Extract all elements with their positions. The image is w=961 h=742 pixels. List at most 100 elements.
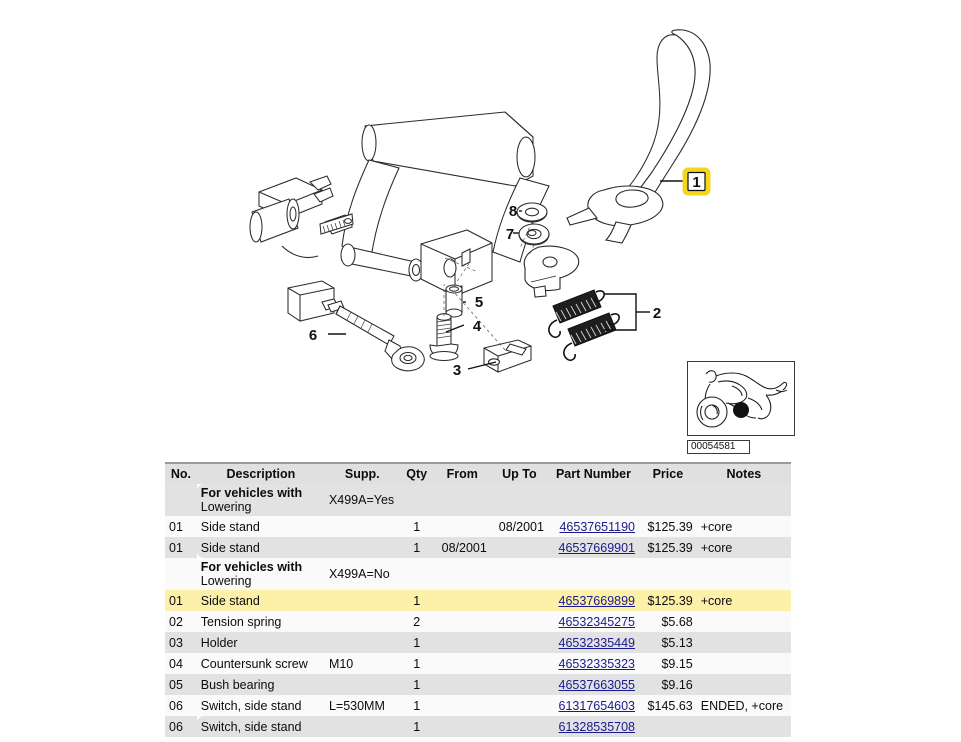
cell-up-to — [490, 484, 548, 516]
cell-no: 06 — [165, 695, 197, 716]
cell-from — [433, 695, 491, 716]
cell-supp — [324, 516, 400, 537]
cell-part-number: 46537669901 — [547, 537, 640, 558]
part-number-link[interactable]: 46532345275 — [558, 614, 636, 629]
cell-no: 04 — [165, 653, 197, 674]
cell-qty: 1 — [399, 516, 434, 537]
part-number-link[interactable]: 46537669901 — [558, 540, 636, 555]
group-title-line1: For vehicles with — [200, 560, 303, 574]
table-header-row: No. Description Supp. Qty From Up To Par… — [165, 463, 791, 484]
cell-from: 08/2001 — [433, 537, 491, 558]
part-number-link[interactable]: 61328535708 — [558, 719, 636, 734]
cell-price — [639, 716, 697, 737]
column-header-up-to[interactable]: Up To — [490, 463, 548, 484]
cell-up-to — [490, 590, 548, 611]
cell-no: 02 — [165, 611, 197, 632]
column-header-price[interactable]: Price — [639, 463, 697, 484]
cell-supp — [324, 632, 400, 653]
cell-part-number — [547, 558, 640, 590]
cell-from — [433, 632, 491, 653]
cell-part-number: 46532335449 — [547, 632, 640, 653]
cell-qty: 1 — [399, 653, 434, 674]
cell-up-to — [490, 558, 548, 590]
cell-from — [433, 484, 491, 516]
cell-supp: M10 — [324, 653, 400, 674]
cell-part-number: 61317654603 — [547, 695, 640, 716]
cell-from — [433, 558, 491, 590]
cell-notes — [696, 653, 791, 674]
cell-up-to — [490, 537, 548, 558]
thumbnail-caption: 00054581 — [687, 440, 750, 454]
cell-notes — [696, 558, 791, 590]
cell-qty: 1 — [399, 716, 434, 737]
cell-notes — [696, 632, 791, 653]
cell-from — [433, 653, 491, 674]
callout-label-6: 6 — [309, 327, 317, 344]
column-header-part-number[interactable]: Part Number — [547, 463, 640, 484]
cell-notes: +core — [696, 590, 791, 611]
callout-badge-1[interactable]: 1 — [682, 167, 711, 196]
cell-notes — [696, 674, 791, 695]
cell-notes: ENDED, +core — [696, 695, 791, 716]
cell-qty: 1 — [399, 695, 434, 716]
callout-leader-lines — [328, 180, 683, 370]
cell-from — [433, 611, 491, 632]
cell-no: 01 — [165, 590, 197, 611]
column-header-notes[interactable]: Notes — [696, 463, 791, 484]
cell-description: Switch, side stand — [196, 695, 325, 716]
column-header-qty[interactable]: Qty — [399, 463, 434, 484]
cell-up-to — [490, 695, 548, 716]
cell-qty: 1 — [399, 537, 434, 558]
cell-up-to — [490, 632, 548, 653]
tension-springs-part — [548, 289, 620, 361]
cell-qty — [399, 484, 434, 516]
cell-no: 03 — [165, 632, 197, 653]
callout-label-7: 7 — [506, 226, 514, 243]
column-header-no[interactable]: No. — [165, 463, 197, 484]
cell-price: $125.39 — [639, 537, 697, 558]
cell-from — [433, 674, 491, 695]
part-number-link[interactable]: 46537663055 — [558, 677, 636, 692]
cell-price: $5.68 — [639, 611, 697, 632]
cell-notes: +core — [696, 537, 791, 558]
cell-description: Tension spring — [196, 611, 325, 632]
cell-no: 01 — [165, 516, 197, 537]
cell-supp — [324, 674, 400, 695]
cell-price: $5.13 — [639, 632, 697, 653]
cell-from — [433, 590, 491, 611]
part-number-link[interactable]: 61317654603 — [558, 698, 636, 713]
cell-no: 01 — [165, 537, 197, 558]
cell-notes — [696, 484, 791, 516]
part-number-link[interactable]: 46537669899 — [558, 593, 636, 608]
cell-description: Holder — [196, 632, 325, 653]
cell-description: Side stand — [196, 590, 325, 611]
cell-no — [165, 558, 197, 590]
column-header-supp[interactable]: Supp. — [324, 463, 400, 484]
callout-label-8: 8 — [509, 203, 517, 220]
swingarm-assembly — [249, 111, 550, 297]
parts-list-table: No. Description Supp. Qty From Up To Par… — [165, 462, 791, 737]
part-number-link[interactable]: 46532335323 — [558, 656, 636, 671]
cell-notes: +core — [696, 516, 791, 537]
column-header-from[interactable]: From — [433, 463, 491, 484]
cell-description: Side stand — [196, 537, 325, 558]
part-number-link[interactable]: 46537651190 — [559, 519, 636, 534]
group-title-line2: Lowering — [200, 574, 252, 588]
cell-part-number: 46537669899 — [547, 590, 640, 611]
cell-part-number: 46532345275 — [547, 611, 640, 632]
part-number-link[interactable]: 46532335449 — [558, 635, 636, 650]
column-header-description[interactable]: Description — [196, 463, 325, 484]
